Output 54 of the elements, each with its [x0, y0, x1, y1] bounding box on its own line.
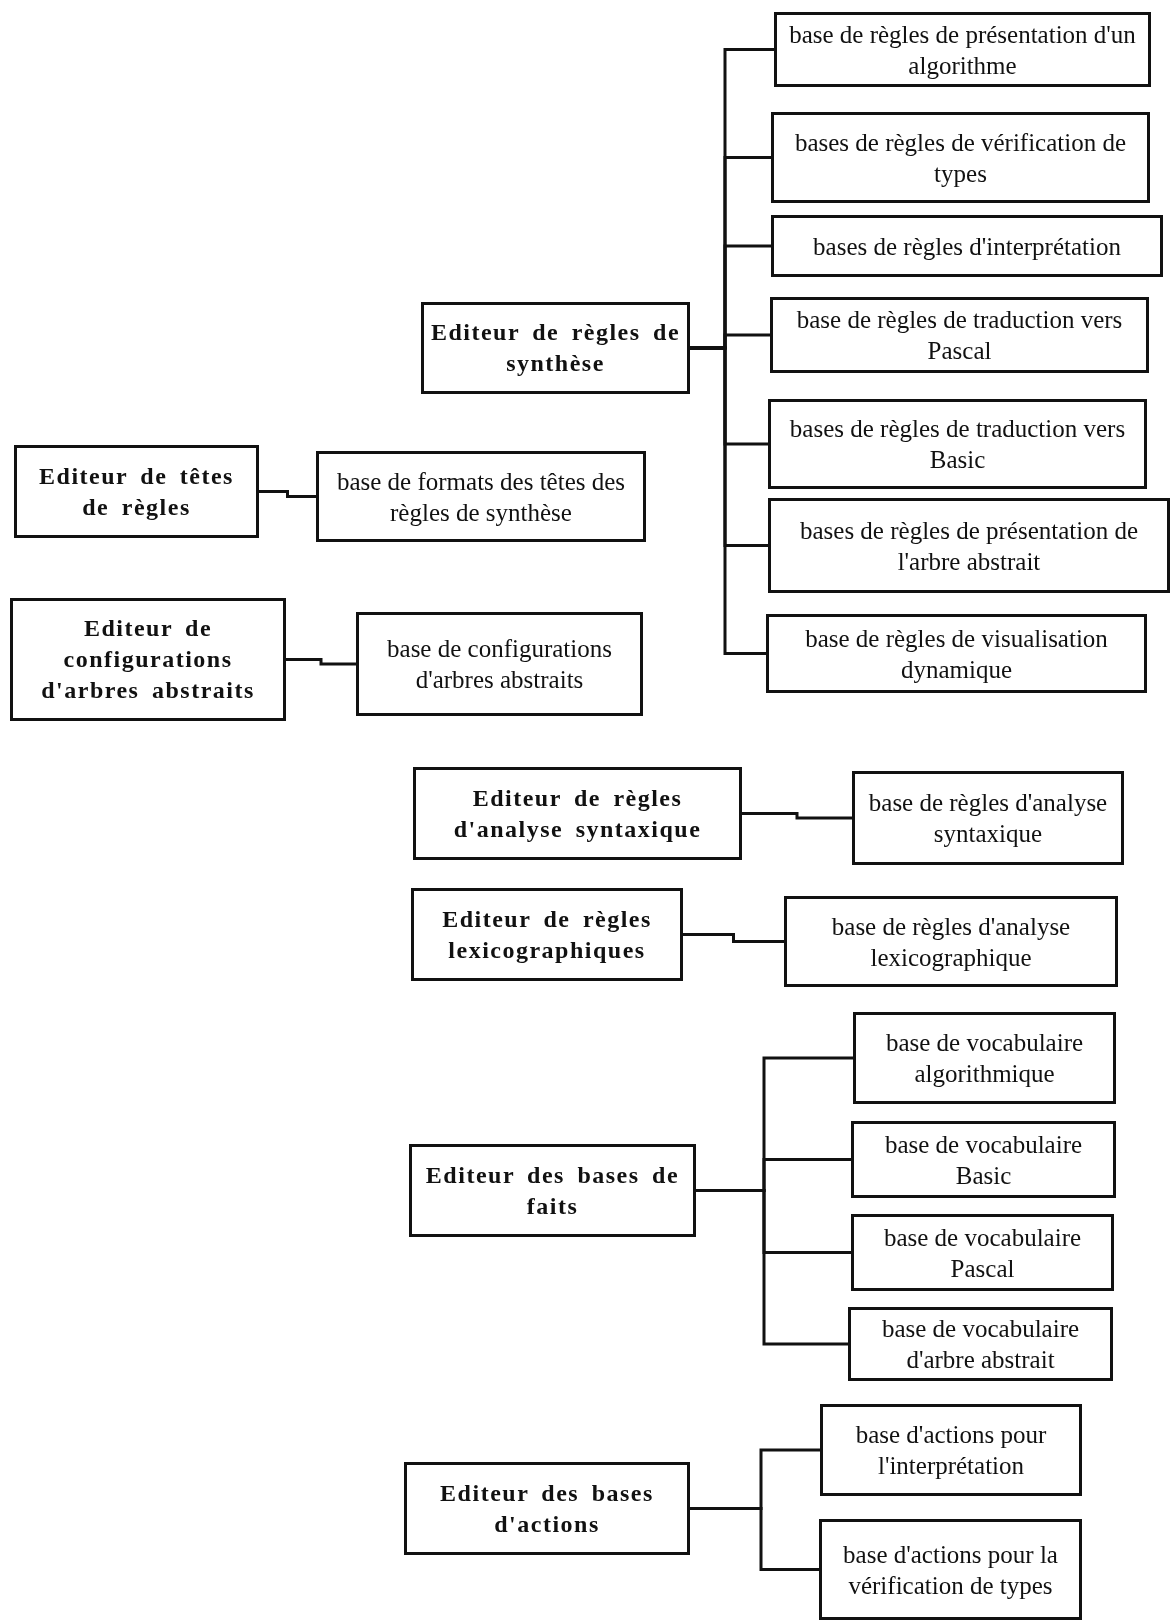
connector-line — [286, 658, 356, 666]
rule-base-box — [771, 112, 1150, 203]
editor-label: Editeur des bases de faits — [424, 1160, 681, 1221]
editor-label: Editeur des bases d'actions — [439, 1478, 655, 1539]
rule-base-box — [784, 896, 1118, 987]
rule-base-box — [820, 1404, 1082, 1496]
editor-label: Editeur de têtes de règles — [38, 461, 235, 522]
connector-line — [742, 812, 852, 820]
connector-line — [696, 1189, 848, 1346]
base-label: bases de règles de vérification de types — [793, 127, 1128, 189]
connector-line — [683, 933, 784, 943]
editor-label: Editeur de règles lexicographiques — [441, 904, 653, 965]
base-label: base de règles de visualisation dynamique — [804, 623, 1109, 685]
base-label: base de vocabulaire Pascal — [882, 1222, 1083, 1284]
base-label: base de vocabulaire d'arbre abstrait — [880, 1314, 1081, 1375]
rule-base-box — [851, 1121, 1116, 1198]
editor-box — [421, 302, 690, 394]
rule-base-box — [766, 614, 1147, 693]
rule-base-box — [851, 1214, 1114, 1291]
base-label: base d'actions pour l'interprétation — [854, 1420, 1048, 1481]
rule-base-box — [852, 771, 1124, 865]
rule-base-box — [819, 1519, 1082, 1620]
editor-label: Editeur de configurations d'arbres abstraits — [40, 614, 256, 705]
editor-box — [10, 598, 286, 721]
base-label: base de configurations d'arbres abstraits — [386, 634, 613, 695]
connector-line — [690, 1507, 819, 1571]
rule-base-box — [848, 1307, 1113, 1381]
rule-base-box — [768, 399, 1147, 489]
base-label: base de vocabulaire Basic — [883, 1129, 1084, 1191]
rule-base-box — [316, 451, 646, 542]
rule-base-box — [356, 612, 643, 716]
base-label: base de règles de traduction vers Pascal — [795, 305, 1124, 366]
editor-label: Editeur de règles de synthèse — [430, 318, 681, 378]
rule-base-box — [853, 1012, 1116, 1104]
editor-box — [413, 767, 742, 860]
editor-box — [14, 445, 259, 538]
editor-label: Editeur de règles d'analyse syntaxique — [452, 783, 703, 844]
base-label: bases de règles de présentation de l'arbre abstrait — [798, 515, 1140, 577]
editor-box — [404, 1462, 690, 1555]
editor-box — [409, 1144, 696, 1237]
base-label: base de règles de présentation d'un algorithme — [788, 19, 1137, 81]
base-label: base de règles d'analyse syntaxique — [867, 788, 1109, 849]
rule-base-box — [770, 297, 1149, 373]
rule-base-box — [768, 498, 1170, 593]
base-label: base de formats des têtes des règles de synthèse — [335, 466, 627, 528]
editor-box — [411, 888, 683, 981]
base-label: bases de règles de traduction vers Basic — [788, 414, 1127, 475]
rule-base-box — [771, 215, 1163, 277]
base-label: base de règles d'analyse lexicographique — [830, 911, 1072, 973]
base-label: bases de règles d'interprétation — [813, 231, 1121, 262]
rule-base-box — [774, 12, 1151, 87]
connector-line — [259, 490, 316, 498]
base-label: base de vocabulaire algorithmique — [884, 1028, 1085, 1089]
base-label: base d'actions pour la vérification de types — [842, 1539, 1059, 1601]
